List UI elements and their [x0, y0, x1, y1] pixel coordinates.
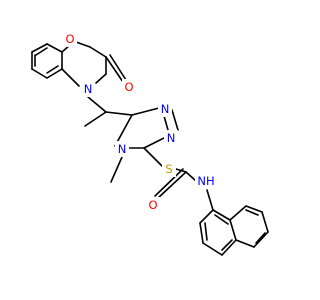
bond-27 [143, 147, 164, 168]
bond-22 [143, 137, 165, 149]
bond-6 [35, 47, 48, 56]
bond-37 [221, 239, 237, 256]
bond-18 [84, 111, 107, 127]
atom-n-triazole-top-label: N [161, 102, 170, 116]
bond-38 [229, 219, 237, 241]
atom-o-carbonyl2: O [146, 197, 160, 213]
bond-21 [171, 109, 179, 131]
bond-13 [95, 73, 107, 84]
bond-45 [261, 211, 269, 233]
atom-labels: O O N N N N S O [63, 31, 217, 213]
bond-43 [235, 239, 255, 248]
atom-n-triazole-methyl: N [115, 141, 129, 157]
bond-36 [202, 242, 223, 256]
bond-35 [199, 222, 204, 244]
atom-n-triazole-right-label: N [167, 131, 176, 145]
bond-1 [46, 43, 63, 53]
bond-34 [199, 209, 214, 224]
atom-o-carbonyl2-label: O [148, 198, 157, 212]
bond-44 [253, 231, 269, 248]
bond-17 [87, 96, 107, 113]
bond-11 [89, 46, 107, 58]
bond-7 [46, 65, 59, 74]
bond-15 [105, 56, 124, 83]
bond-46 [245, 205, 263, 213]
atom-n-lactam-label: N [84, 82, 93, 96]
bond-0 [31, 43, 48, 53]
atom-o-carbonyl1: O [122, 79, 136, 95]
bond-24 [114, 114, 133, 147]
atom-nh-amide-label: NH [197, 174, 214, 188]
bond-31 [154, 168, 184, 197]
bond-3 [46, 68, 63, 79]
atom-o-carbonyl1-label: O [124, 80, 133, 94]
atom-o-ring: O [63, 31, 77, 47]
bond-16 [109, 54, 127, 81]
bond-40 [204, 222, 208, 241]
atom-n-triazole-top: N [158, 101, 172, 117]
bond-20 [131, 107, 160, 116]
bond-29 [185, 171, 197, 182]
bond-14 [61, 68, 80, 87]
bond-48 [255, 232, 266, 244]
bond-49 [245, 209, 259, 216]
bond-19 [105, 111, 133, 116]
atom-s-thioether: S [162, 161, 176, 177]
molecule-structure: O O N N N N S O [31, 31, 269, 256]
bond-47 [229, 205, 247, 221]
bond-30 [157, 171, 187, 199]
bond-33 [206, 189, 214, 211]
bond-41 [221, 239, 233, 251]
atom-n-triazole-methyl-label: N [118, 142, 127, 156]
bond-25 [163, 115, 169, 131]
atom-s-thioether-label: S [165, 162, 172, 176]
bond-4 [31, 68, 48, 79]
bond-39 [212, 209, 231, 221]
bond-lines [31, 41, 269, 256]
atom-n-lactam: N [81, 81, 95, 97]
bond-26 [110, 156, 123, 183]
bond-42 [214, 214, 229, 225]
atom-n-triazole-right: N [164, 130, 178, 146]
bond-10 [75, 41, 91, 48]
atom-o-ring-label: O [65, 32, 74, 46]
atom-nh-amide: NH [195, 173, 217, 189]
